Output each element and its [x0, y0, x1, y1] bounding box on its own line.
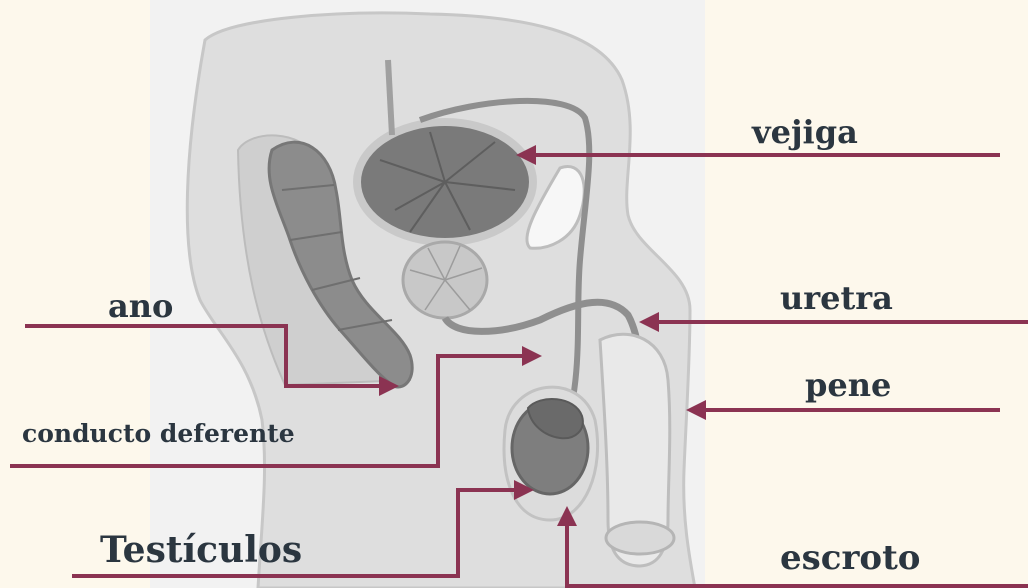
glans — [606, 522, 674, 554]
label-uretra: uretra — [780, 282, 893, 314]
label-testiculos: Testículos — [100, 532, 302, 568]
ureter — [388, 60, 392, 135]
label-escroto: escroto — [780, 541, 920, 575]
label-pene: pene — [805, 369, 891, 401]
label-conducto-deferente: conducto deferente — [22, 421, 295, 446]
label-ano: ano — [108, 290, 173, 322]
label-vejiga: vejiga — [752, 116, 858, 148]
